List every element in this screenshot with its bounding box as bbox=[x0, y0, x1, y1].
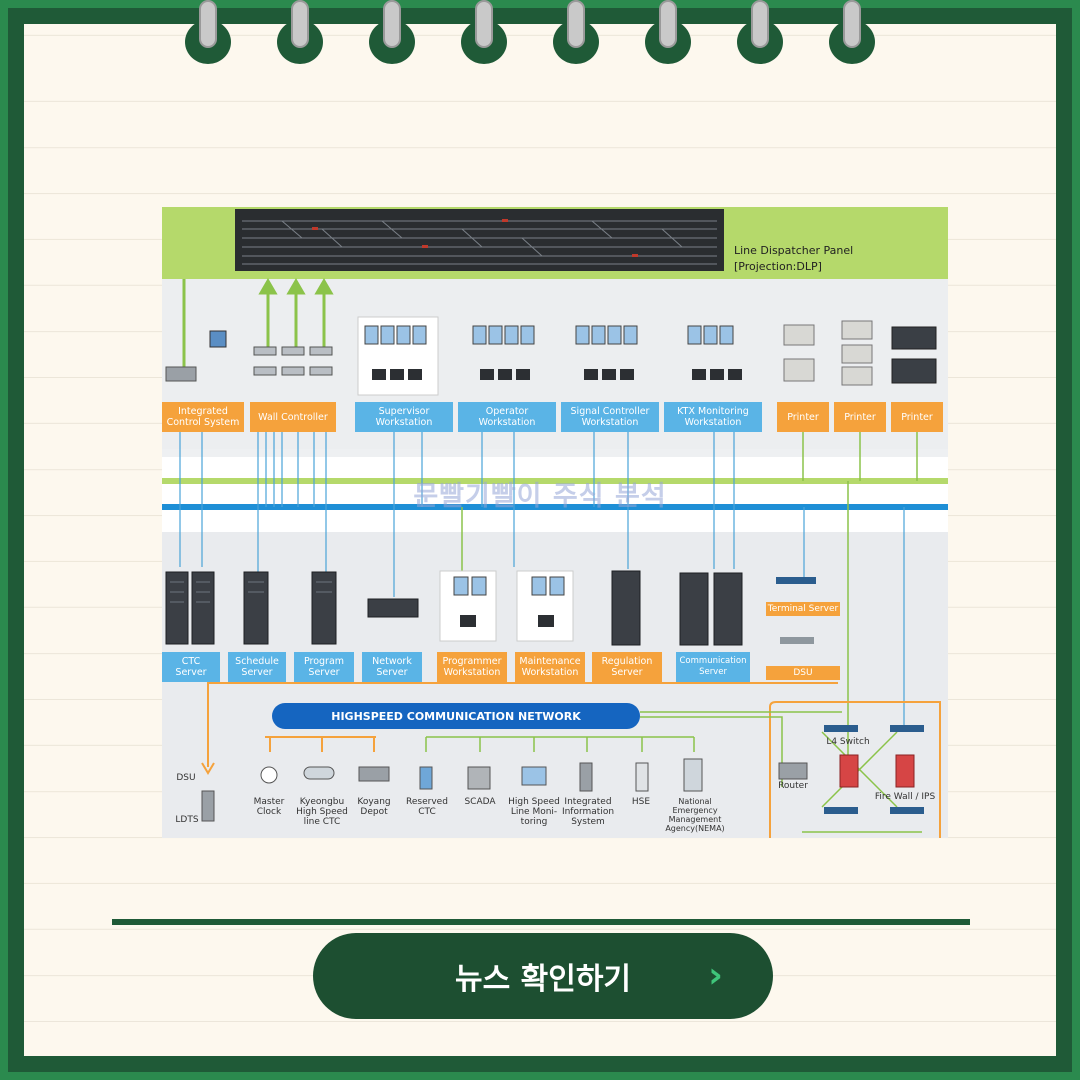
signal-controller-workstation-box: Signal Controller Workstation bbox=[561, 402, 659, 432]
endpoint-label: Integrated Information System bbox=[561, 797, 615, 827]
dsu-label: DSU bbox=[176, 773, 196, 783]
printer-box: Printer bbox=[777, 402, 829, 432]
maintenance-workstation-box: Maintenance Workstation bbox=[515, 652, 585, 682]
ctc-server-box: CTC Server bbox=[162, 652, 220, 682]
blue-bus-line bbox=[162, 504, 948, 510]
dispatcher-panel-label-1: Line Dispatcher Panel bbox=[734, 244, 854, 257]
communication-server-box: Communication Server bbox=[676, 652, 750, 682]
dsu-box: DSU bbox=[766, 666, 840, 680]
l4-switch-label: L4 Switch bbox=[826, 737, 870, 747]
schedule-server-box: Schedule Server bbox=[228, 652, 286, 682]
ldts-label: LDTS bbox=[175, 815, 199, 825]
binder-ring bbox=[737, 0, 783, 66]
operator-workstation-box: Operator Workstation bbox=[458, 402, 556, 432]
watermark-text: 문빨기빨이 주식 분석 bbox=[413, 481, 667, 512]
wall-controller-box: Wall Controller bbox=[250, 402, 336, 432]
ktx-monitoring-workstation-box: KTX Monitoring Workstation bbox=[664, 402, 762, 432]
dispatcher-screen bbox=[235, 209, 724, 271]
endpoint-label: High Speed Line Moni- toring bbox=[508, 797, 560, 827]
network-architecture-diagram: Line Dispatcher Panel [Projection:DLP] I… bbox=[162, 207, 948, 838]
supervisor-workstation-box: Supervisor Workstation bbox=[355, 402, 453, 432]
programmer-workstation-box: Programmer Workstation bbox=[437, 652, 507, 682]
router-label: Router bbox=[778, 781, 808, 791]
program-server-box: Program Server bbox=[294, 652, 354, 682]
binder-ring bbox=[185, 0, 231, 66]
binder-ring bbox=[369, 0, 415, 66]
news-check-button-label: 뉴스 확인하기 bbox=[454, 962, 632, 997]
news-check-button[interactable]: 뉴스 확인하기 › bbox=[313, 933, 773, 1019]
integrated-control-system-box: Integrated Control System bbox=[162, 402, 244, 432]
terminal-server-box: Terminal Server bbox=[766, 602, 840, 616]
divider-line bbox=[112, 919, 970, 925]
endpoint-label: Reserved CTC bbox=[406, 797, 448, 817]
printer-box: Printer bbox=[834, 402, 886, 432]
lime-bus-line bbox=[162, 478, 948, 484]
endpoint-label: HSE bbox=[631, 797, 651, 807]
regulation-server-box: Regulation Server bbox=[592, 652, 662, 682]
binder-ring bbox=[645, 0, 691, 66]
endpoint-label: Koyang Depot bbox=[357, 797, 391, 817]
network-server-box: Network Server bbox=[362, 652, 422, 682]
binder-ring bbox=[277, 0, 323, 66]
network-banner-bg bbox=[272, 703, 640, 729]
endpoint-label: Kyeongbu High Speed line CTC bbox=[296, 797, 348, 827]
binder-ring bbox=[829, 0, 875, 66]
endpoint-label: SCADA bbox=[464, 797, 496, 807]
endpoint-label: National Emergency Management Agency(NEM… bbox=[665, 797, 725, 833]
binder-ring bbox=[461, 0, 507, 66]
binder-ring bbox=[553, 0, 599, 66]
printer-box: Printer bbox=[891, 402, 943, 432]
endpoint-label: Master Clock bbox=[253, 797, 285, 817]
firewall-label: Fire Wall / IPS bbox=[874, 792, 936, 802]
dispatcher-panel-label-2: [Projection:DLP] bbox=[734, 260, 822, 273]
network-banner: HIGHSPEED COMMUNICATION NETWORK bbox=[331, 709, 581, 723]
chevron-right-icon: › bbox=[708, 955, 723, 996]
